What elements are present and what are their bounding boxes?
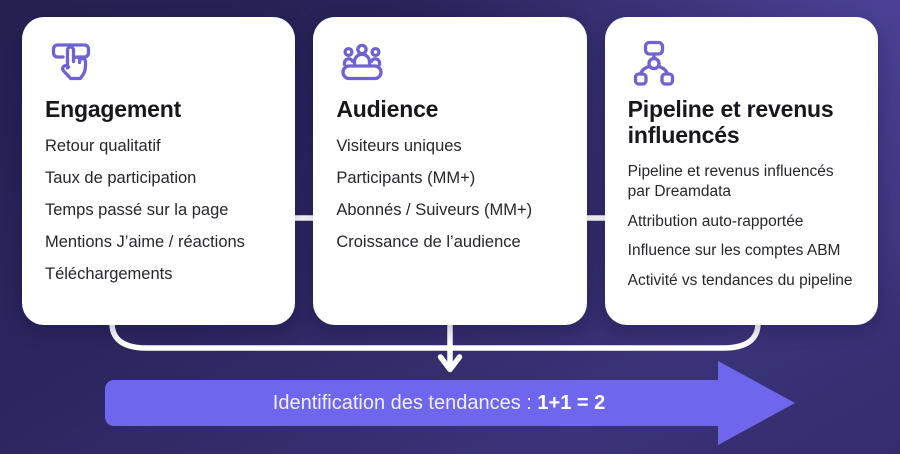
metric-item: Pipeline et revenus influencés par Dream… — [627, 163, 834, 201]
banner-label: Identification des tendances : — [272, 391, 538, 414]
tap-icon — [47, 38, 272, 86]
card-audience: Audience Visiteurs uniques Participants … — [313, 17, 587, 325]
card-engagement: Engagement Retour qualitatif Taux de par… — [22, 17, 296, 325]
card-title: Audience — [336, 96, 439, 122]
metric-item: Taux de participation — [45, 169, 197, 188]
banner-arrow-head — [718, 361, 795, 445]
metric-list: Retour qualitatif Taux de participation … — [45, 136, 272, 285]
down-arrow-head — [437, 354, 463, 373]
metric-item: Retour qualitatif — [45, 137, 161, 156]
banner-highlight: 1+1 = 2 — [537, 391, 606, 414]
metric-item: Attribution auto-rapportée — [627, 212, 804, 230]
metric-item: Croissance de l’audience — [336, 233, 521, 252]
cards-row: Engagement Retour qualitatif Taux de par… — [22, 17, 878, 325]
metric-list: Visiteurs uniques Participants (MM+) Abo… — [336, 136, 563, 253]
metric-item: Mentions J’aime / réactions — [45, 233, 245, 252]
card-title: Engagement — [45, 96, 182, 122]
metric-list: Pipeline et revenus influencés par Dream… — [628, 162, 855, 290]
banner-arrow-body — [105, 380, 719, 426]
banner-text: Identification des tendances : 1+1 = 2 — [105, 380, 773, 426]
card-pipeline: Pipeline et revenus influencés Pipeline … — [604, 17, 878, 325]
audience-icon — [338, 38, 563, 86]
metric-item: Activité vs tendances du pipeline — [627, 272, 853, 290]
metric-item: Influence sur les comptes ABM — [627, 242, 841, 260]
metric-item: Abonnés / Suiveurs (MM+) — [336, 201, 533, 220]
hierarchy-icon — [630, 38, 855, 86]
card-title: Pipeline et revenus influencés — [627, 96, 834, 149]
metric-item: Téléchargements — [45, 265, 173, 284]
metric-item: Participants (MM+) — [336, 169, 476, 188]
metric-item: Temps passé sur la page — [45, 201, 229, 220]
metric-item: Visiteurs uniques — [336, 137, 462, 156]
